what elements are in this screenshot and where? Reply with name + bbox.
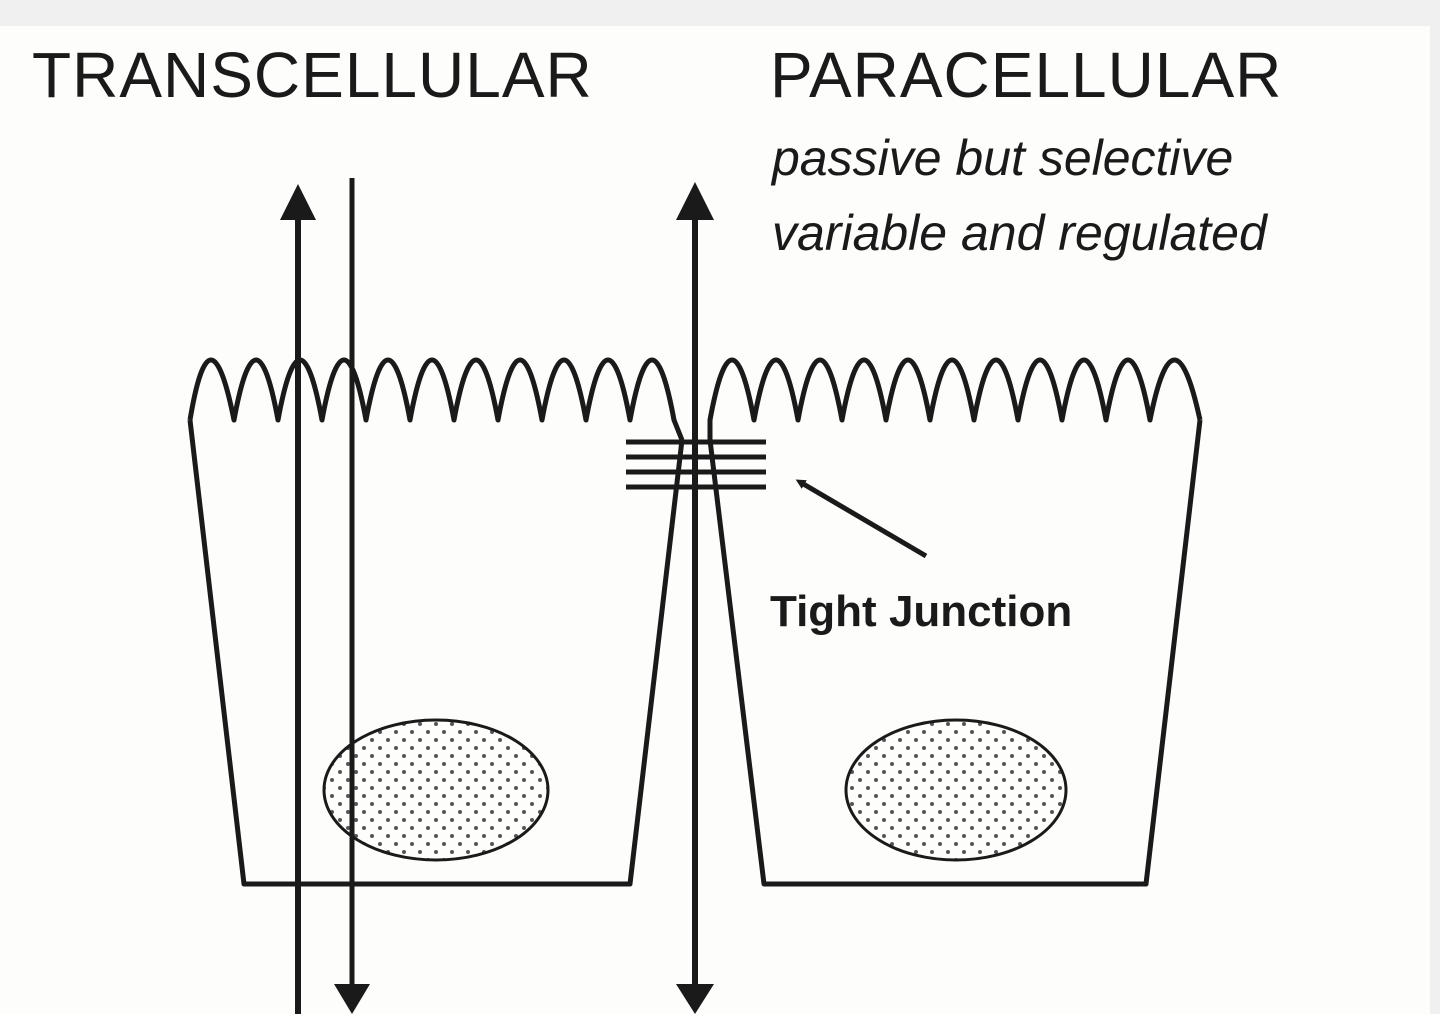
transcellular-up-arrowhead xyxy=(280,184,316,220)
paracellular-heading: PARACELLULAR xyxy=(770,39,1282,111)
left-epithelial-cell xyxy=(187,357,685,887)
tight-junction-pointer-arrow xyxy=(795,479,928,559)
left-cell-nucleus xyxy=(322,718,550,862)
right-epithelial-cell xyxy=(707,357,1203,887)
left-cell-microvilli xyxy=(187,357,685,441)
paracellular-description-line-1: passive but selective xyxy=(770,130,1233,186)
right-cell-microvilli xyxy=(707,357,1203,440)
right-cell-body xyxy=(707,419,1203,887)
tight-junction-label: Tight Junction xyxy=(770,587,1072,636)
paracellular-down-arrowhead xyxy=(676,984,714,1014)
right-cell-nucleus xyxy=(844,718,1068,862)
left-cell-body xyxy=(187,419,685,887)
paracellular-up-arrowhead xyxy=(676,182,714,220)
transcellular-heading: TRANSCELLULAR xyxy=(32,39,593,111)
transcellular-down-arrowhead xyxy=(334,984,370,1014)
paracellular-description-line-2: variable and regulated xyxy=(772,205,1269,261)
